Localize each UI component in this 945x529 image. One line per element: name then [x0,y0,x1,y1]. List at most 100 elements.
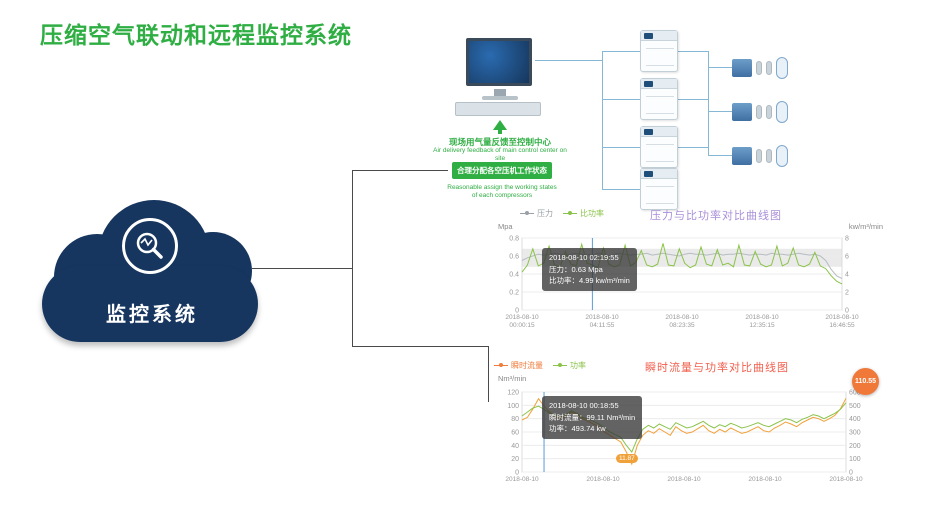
feedback-label-cn: 现场用气量反馈至控制中心 [448,137,551,147]
network-line [678,147,708,148]
monitoring-cloud: 监控系统 [36,192,268,350]
network-line [708,155,732,156]
compressor-unit [640,78,678,120]
network-line [708,111,732,112]
svg-text:200: 200 [849,443,861,450]
tooltip-pressure: 压力：0.63 Mpa [549,264,603,274]
legend-item-specific-power[interactable]: 比功率 [563,208,604,219]
network-line [535,60,602,61]
network-line [708,67,732,68]
assign-label-cn: 合理分配各空压机工作状态 [452,162,552,179]
filter-unit [766,105,772,119]
network-line [602,51,603,190]
legend-label: 比功率 [580,209,604,218]
compressor-top [641,169,677,179]
tooltip-time: 2018-08-10 02:19:55 [549,253,619,262]
chart-title: 压力与比功率对比曲线图 [650,210,782,222]
connector-line [352,170,448,171]
compressor-top [641,79,677,89]
network-line [602,51,640,52]
tooltip-specific-power: 比功率：4.99 kw/m³/min [549,276,630,286]
connector-line [352,170,353,347]
tooltip-time: 2018-08-10 00:18:55 [549,401,619,410]
right-axis-unit: kw/m³/min [848,222,883,231]
chart-legend[interactable]: 瞬时流量 功率 [494,360,586,371]
air-tank [776,101,788,123]
svg-text:6: 6 [845,254,849,261]
monitor-base [482,96,518,100]
current-flow-badge: 110.55 [852,368,879,395]
air-treatment-row [732,144,808,168]
svg-text:12:35:15: 12:35:15 [749,322,775,329]
svg-text:8: 8 [845,236,849,243]
legend-label: 压力 [537,209,553,218]
air-treatment-row [732,56,808,80]
legend-marker-icon [520,211,534,218]
left-axis-unit: Mpa [498,222,513,231]
chart-tooltip: 2018-08-10 02:19:55 压力：0.63 Mpa 比功率：4.99… [542,248,637,291]
compressor-unit [640,168,678,210]
left-axis-unit: Nm³/min [498,374,527,383]
air-tank [776,145,788,167]
tooltip-flow: 瞬时流量：99.11 Nm³/min [549,412,636,422]
legend-marker-icon [563,211,577,218]
svg-text:16:46:55: 16:46:55 [829,322,855,329]
chart-tooltip: 2018-08-10 00:18:55 瞬时流量：99.11 Nm³/min 功… [542,396,643,439]
compressor-panel [644,171,653,177]
chart-title: 瞬时流量与功率对比曲线图 [645,362,789,374]
svg-text:0: 0 [845,308,849,315]
compressor-unit [640,30,678,72]
svg-text:400: 400 [849,416,861,423]
svg-text:120: 120 [507,390,519,397]
svg-text:4: 4 [845,272,849,279]
network-line [602,99,640,100]
magnifier-icon [122,218,178,274]
svg-text:2: 2 [845,290,849,297]
svg-text:40: 40 [511,443,519,450]
legend-label: 瞬时流量 [511,361,543,370]
svg-text:2018-08-10: 2018-08-10 [667,476,701,483]
chart-legend[interactable]: 压力 比功率 [520,208,604,219]
network-line [708,51,709,155]
network-line [678,51,708,52]
legend-item-pressure[interactable]: 压力 [520,208,553,219]
compressor-panel [644,33,653,39]
legend-item-power[interactable]: 功率 [553,360,586,371]
page-title: 压缩空气联动和远程监控系统 [40,22,352,48]
compressor-vent [646,48,674,66]
cloud-label: 监控系统 [106,304,198,326]
svg-text:04:11:55: 04:11:55 [590,322,615,329]
network-line [602,189,640,190]
filter-unit [756,105,762,119]
svg-text:2018-08-10: 2018-08-10 [505,476,539,483]
svg-text:08:23:35: 08:23:35 [669,322,695,329]
up-arrow-icon [493,120,507,130]
feedback-label-en: Air delivery feedback of main control ce… [433,147,567,163]
filter-unit [756,61,762,75]
cloud-shape [42,266,258,342]
svg-text:0.4: 0.4 [509,272,519,279]
svg-text:2018-08-10: 2018-08-10 [748,476,782,483]
svg-text:300: 300 [849,430,861,437]
legend-item-flow[interactable]: 瞬时流量 [494,360,543,371]
svg-text:00:00:15: 00:00:15 [509,322,535,329]
keyboard [455,102,541,116]
connector-line [252,268,352,269]
air-tank [776,57,788,79]
compressor-panel [644,81,653,87]
svg-text:2018-08-10: 2018-08-10 [825,314,859,321]
svg-text:600: 600 [849,390,861,397]
svg-text:0.8: 0.8 [509,236,519,243]
tooltip-power: 功率：493.74 kw [549,424,606,434]
compressor-vent [646,144,674,162]
min-flow-point-label: 11.87 [616,454,638,463]
dryer-unit [732,103,752,121]
legend-marker-icon [553,363,567,370]
svg-text:0.2: 0.2 [509,290,519,297]
svg-text:2018-08-10: 2018-08-10 [665,314,699,321]
control-computer-monitor [466,38,532,86]
compressor-top [641,127,677,137]
svg-text:100: 100 [849,456,861,463]
svg-text:20: 20 [511,456,519,463]
network-line [602,147,640,148]
